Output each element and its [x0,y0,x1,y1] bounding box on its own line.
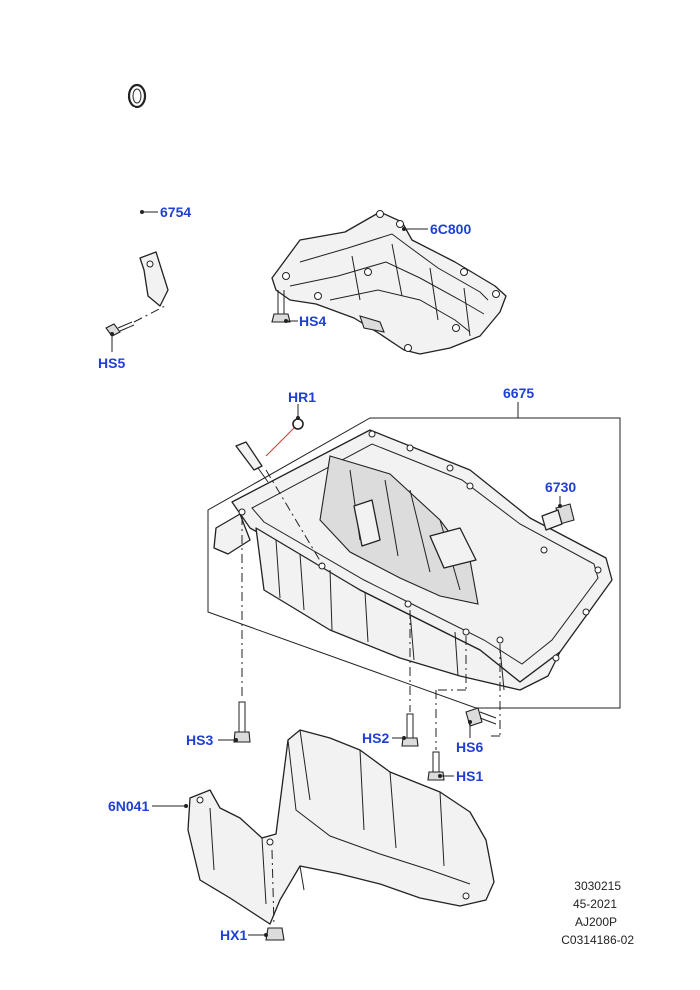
callout-hs1: HS1 [456,768,483,784]
footer-line-4: C0314186-02 [561,933,634,947]
drain-plug-6730[interactable] [541,503,575,531]
callout-hs5: HS5 [98,355,125,371]
leader-lines [110,210,562,937]
windage-tray-6c800[interactable] [271,210,507,355]
callout-6675: 6675 [503,385,534,401]
lower-pan-6n041[interactable] [187,729,495,925]
bolt-hs2[interactable] [401,713,419,747]
callout-hs6: HS6 [456,739,483,755]
callout-6754: 6754 [160,204,191,220]
bolt-hs3[interactable] [233,701,251,743]
oring-hr1[interactable] [292,418,304,430]
callout-hr1: HR1 [288,389,316,405]
oil-pan-6675[interactable] [207,417,621,709]
assembly-lines [241,469,501,750]
footer-line-3: AJ200P [575,915,617,929]
sight-line [265,427,295,457]
screw-hs5[interactable] [105,305,166,337]
dipstick-6754[interactable] [126,83,269,483]
callout-hx1: HX1 [220,927,247,943]
footer-line-2: 45-2021 [573,897,617,911]
callout-6c800: 6C800 [430,221,471,237]
callout-6n041: 6N041 [108,798,149,814]
callout-6730: 6730 [545,479,576,495]
footer-line-1: 3030215 [574,879,621,893]
callout-hs2: HS2 [362,730,389,746]
callout-hs4: HS4 [299,313,326,329]
callout-hs3: HS3 [186,732,213,748]
